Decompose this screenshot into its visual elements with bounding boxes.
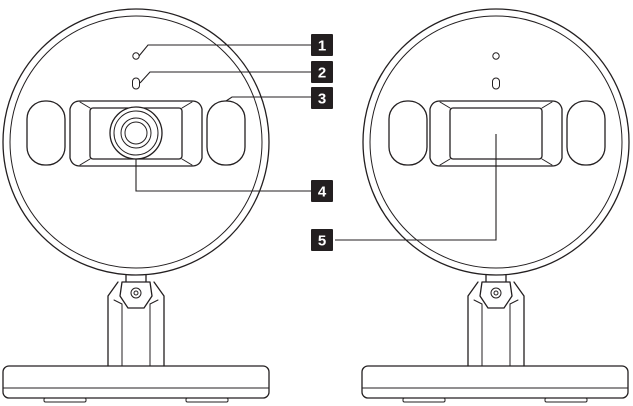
camera-left-lens (110, 107, 162, 159)
callout-label-3: 3 (318, 91, 326, 108)
camera-right-base (362, 366, 628, 402)
callout-label-5: 5 (318, 233, 326, 250)
callout-badge-5: 5 (311, 229, 333, 251)
camera-left (3, 9, 269, 402)
callout-badge-4: 4 (311, 180, 333, 202)
callout-badge-3: 3 (311, 87, 333, 109)
camera-left-hinge (120, 270, 152, 308)
callout-label-4: 4 (318, 184, 327, 201)
callout-badge-2: 2 (311, 61, 333, 83)
callout-label-1: 1 (318, 38, 326, 55)
callout-badge-1: 1 (311, 34, 333, 56)
callout-label-2: 2 (318, 65, 326, 82)
camera-left-base (3, 366, 269, 402)
camera-right-hinge (480, 270, 512, 308)
